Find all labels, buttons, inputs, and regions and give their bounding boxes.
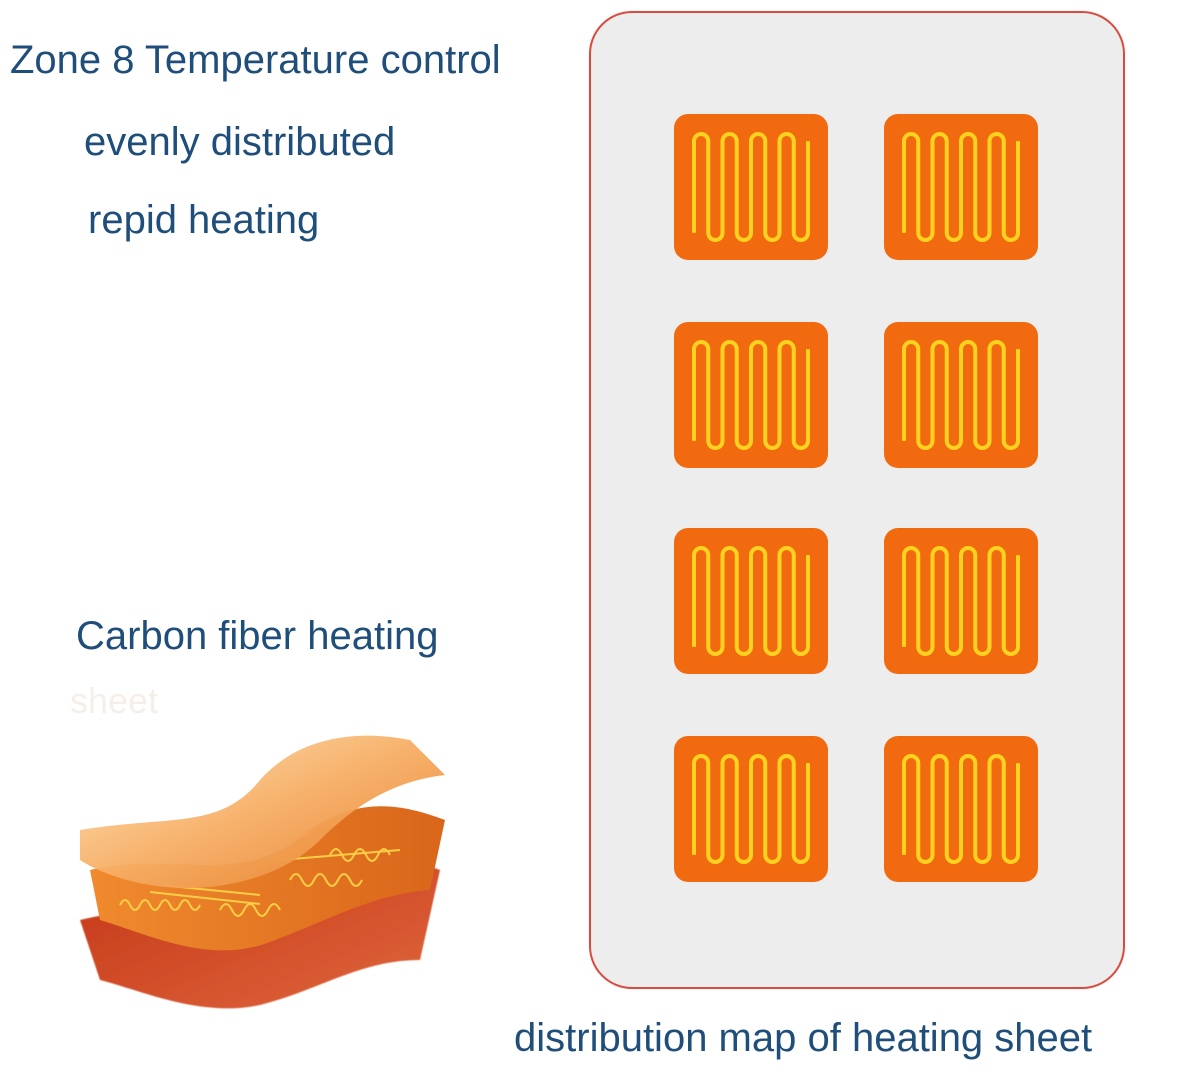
middle-coil-layer: [90, 806, 445, 951]
heating-coil: [902, 132, 1020, 242]
heating-zone-8: [884, 736, 1038, 882]
carbon-fiber-label: Carbon fiber heating: [76, 614, 439, 658]
coil-pattern: [119, 848, 401, 917]
heating-zone-2: [884, 114, 1038, 260]
carbon-fiber-layers-illustration: [80, 735, 445, 1009]
heating-coil: [692, 340, 810, 450]
heating-zone-7: [674, 736, 828, 882]
heating-zone-6: [884, 528, 1038, 674]
heating-zone-4: [884, 322, 1038, 468]
headline: Zone 8 Temperature control: [10, 38, 501, 82]
heating-coil: [692, 132, 810, 242]
heating-zone-1: [674, 114, 828, 260]
top-layer: [80, 735, 445, 888]
heating-coil: [902, 340, 1020, 450]
heating-zone-5: [674, 528, 828, 674]
heating-coil: [902, 546, 1020, 656]
heating-coil: [692, 754, 810, 864]
distribution-map-caption: distribution map of heating sheet: [514, 1016, 1093, 1060]
carbon-fiber-label-continued: sheet: [70, 680, 159, 721]
heating-panel-outline: [589, 11, 1125, 989]
feature-evenly-distributed: evenly distributed: [84, 120, 396, 164]
heating-coil: [692, 546, 810, 656]
heating-coil: [902, 754, 1020, 864]
heating-zone-3: [674, 322, 828, 468]
heating-distribution-map: [589, 11, 1125, 989]
feature-rapid-heating: repid heating: [88, 198, 320, 242]
